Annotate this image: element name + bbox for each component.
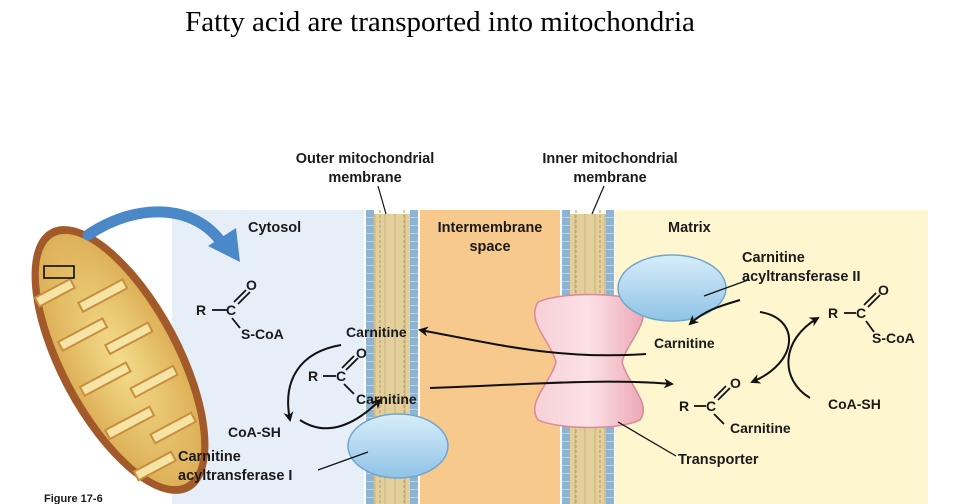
inner-membrane-pointer — [591, 185, 605, 215]
intermembrane-label-line1: Intermembrane — [438, 220, 543, 236]
svg-text:R: R — [196, 302, 206, 318]
cytosol-label: Cytosol — [248, 220, 301, 236]
matrix-label: Matrix — [668, 220, 711, 236]
acyl-carnitine-matrix: R C O Carnitine — [679, 375, 791, 436]
svg-text:Carnitine: Carnitine — [730, 420, 791, 436]
matrix-coa-arrow — [787, 316, 820, 399]
outer-membrane-pointer — [377, 185, 387, 215]
cytosol-coa-arrow — [283, 344, 342, 422]
cat1-enzyme — [347, 413, 449, 479]
cat1-label-line1: Carnitine — [178, 449, 241, 465]
acyl-coa-matrix: R C O S-CoA — [828, 282, 915, 346]
inner-membrane-label-line1: Inner mitochondrial — [542, 151, 677, 167]
zoom-box — [43, 265, 75, 279]
svg-text:O: O — [356, 345, 367, 361]
acyl-carnitine-outer: R C O — [308, 345, 367, 384]
svg-text:O: O — [878, 282, 889, 298]
cat2-label-line1: Carnitine — [742, 250, 805, 266]
cat2-pointer — [703, 279, 749, 297]
svg-text:R: R — [828, 305, 838, 321]
outer-membrane-label-line2: membrane — [328, 170, 401, 186]
svg-text:O: O — [730, 375, 741, 391]
outer-membrane-label-line1: Outer mitochondrial — [296, 151, 435, 167]
svg-text:R: R — [308, 368, 318, 384]
cat2-arrow-in — [750, 311, 790, 384]
acyl-coa-cytosol: R C O S-CoA — [196, 277, 284, 342]
carnitine-return-arrow — [418, 326, 647, 357]
svg-text:O: O — [246, 277, 257, 293]
carnitine-matrix: Carnitine — [654, 335, 715, 351]
cytosol-cat1-arrow — [299, 398, 382, 430]
transporter-label: Transporter — [678, 452, 759, 468]
cat2-carnitine-arrow — [688, 299, 741, 326]
svg-text:S-CoA: S-CoA — [241, 326, 284, 342]
inner-membrane-label-line2: membrane — [573, 170, 646, 186]
cat1-pointer — [317, 451, 369, 471]
intermembrane-label-line2: space — [469, 239, 510, 255]
carnitine-outer-top: Carnitine — [346, 324, 407, 340]
svg-text:C: C — [856, 305, 866, 321]
coash-matrix-label: CoA-SH — [828, 396, 881, 412]
figure-caption: Figure 17-6 — [44, 493, 103, 504]
zoom-arrow — [82, 206, 231, 254]
svg-text:R: R — [679, 398, 689, 414]
carnitine-outer-bottom: Carnitine — [356, 391, 417, 407]
svg-text:C: C — [336, 368, 346, 384]
svg-text:S-CoA: S-CoA — [872, 330, 915, 346]
svg-text:C: C — [706, 398, 716, 414]
coash-cytosol-label: CoA-SH — [228, 424, 281, 440]
svg-text:C: C — [226, 302, 236, 318]
acylcarnitine-arrow — [429, 378, 674, 389]
cat1-label-line2: acyltransferase I — [178, 468, 292, 484]
cat2-label-line2: acyltransferase II — [742, 269, 861, 285]
mitochondrion-illustration — [31, 206, 240, 494]
transporter-pointer — [617, 421, 677, 457]
slide-title: Fatty acid are transported into mitochon… — [185, 6, 695, 38]
